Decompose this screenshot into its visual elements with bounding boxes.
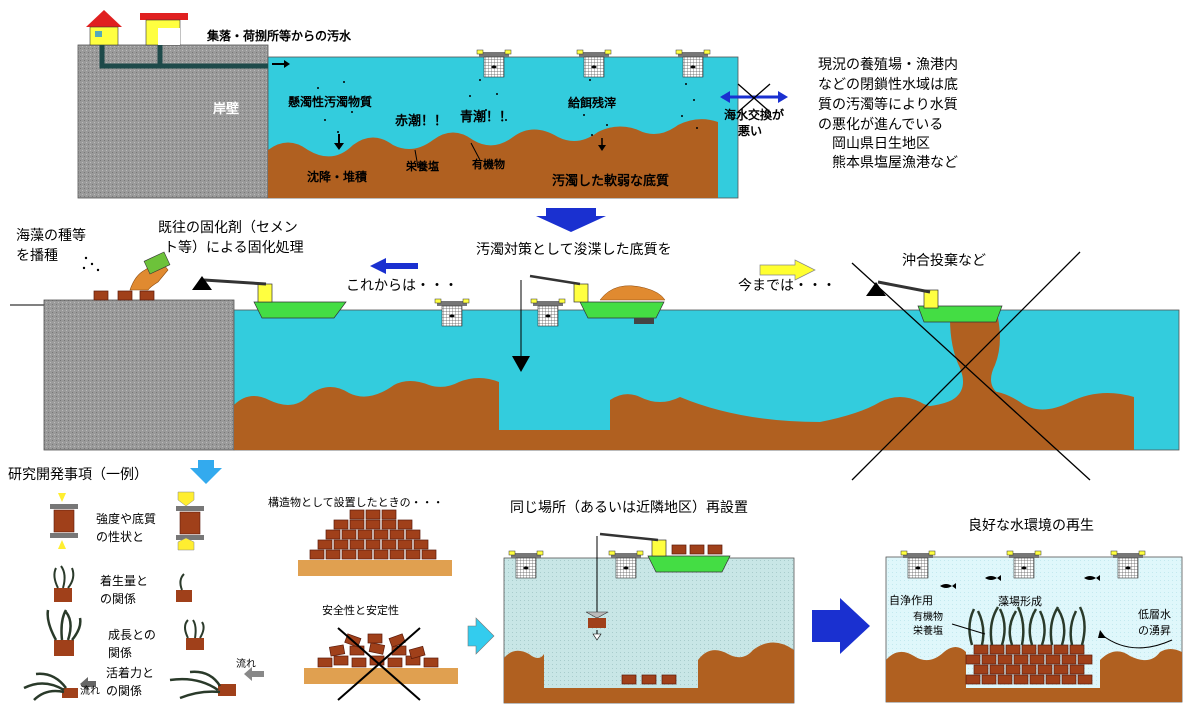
cross-mark (851, 251, 1091, 481)
until-now-label: 今までは・・・ (738, 278, 836, 294)
down-arrow (190, 460, 222, 484)
brick-pile (309, 509, 437, 560)
dredge-label: 汚濁対策として浚渫した底質を (476, 242, 672, 258)
seaweed-bed-label: 藻場形成 (998, 595, 1042, 608)
suspended-matter-label: 懸濁性汚濁物質 (288, 95, 373, 109)
organic-label: 有機物 (472, 158, 505, 171)
bottom-label: 汚濁した軟弱な底質 (552, 174, 670, 189)
feed-residue-label: 給餌残滓 (568, 96, 617, 110)
quay-wall-label: 岸壁 (213, 102, 240, 117)
top-panel (77, 10, 788, 199)
brick (139, 290, 155, 301)
nutrients-label: 栄養塩 (406, 160, 439, 173)
sediment-bed (234, 378, 1134, 450)
upwelling-arrow (1101, 634, 1173, 649)
organic-label-2: 有機物 (913, 612, 943, 623)
sediment-bed (268, 119, 718, 198)
sediment-bed (504, 642, 794, 703)
offshore-crane-barge (866, 280, 1003, 323)
research-item3-line2: 関係 (108, 646, 133, 660)
offshore-label: 沖合投棄など (902, 253, 986, 269)
dump-plume (910, 318, 1030, 417)
quay-wall (43, 299, 235, 451)
seaweed-label-1: 海藻の種等 (16, 228, 86, 244)
brick (93, 290, 109, 301)
desc-line-1: 現況の養殖場・漁港内 (818, 57, 958, 73)
self-purify-label: 自浄作用 (889, 594, 933, 607)
research-item2-line2: の関係 (100, 592, 137, 606)
facility-icon (140, 13, 188, 46)
regeneration-title: 良好な水環境の再生 (968, 518, 1094, 534)
upwelling-label-1: 低層水 (1138, 608, 1171, 621)
right-arrow (467, 617, 495, 655)
desc-line-2: などの閉鎖性水域は底 (818, 77, 958, 93)
from-now-label: これからは・・・ (346, 278, 458, 294)
right-arrow (812, 598, 870, 654)
fish-icon (940, 575, 1100, 589)
right-arrow (759, 259, 816, 281)
research-icons (23, 491, 264, 701)
brick (117, 290, 133, 301)
reinstall-title: 同じ場所（あるいは近隣地区）再設置 (510, 500, 748, 516)
sewage-pipe (99, 45, 268, 69)
ground (298, 560, 452, 576)
mixer-icon (143, 251, 171, 275)
quay-wall (77, 44, 269, 199)
crane-barge (192, 276, 347, 319)
research-item3-line1: 成長との (108, 628, 156, 642)
regeneration-panel (885, 550, 1183, 703)
red-tide-label: 赤潮！！ (395, 114, 448, 129)
safety-label: 安全性と安定性 (322, 604, 399, 617)
no-exchange-label-1: 海水交換が (724, 108, 785, 122)
cross-mark (337, 627, 421, 701)
sediment-bed (886, 647, 1182, 702)
blue-tide-label: 青潮！！ (460, 110, 513, 125)
flow-label-left: 流れ (80, 686, 100, 697)
flow-label-right: 流れ (236, 659, 256, 670)
no-exchange-label-2: 悪い (738, 124, 763, 138)
pointer-line (951, 623, 986, 635)
crane-barge (585, 532, 731, 641)
desc-line-6: 熊本県塩屋漁港など (818, 155, 958, 171)
cross-mark (737, 83, 771, 113)
desc-line-4: の悪化が進んでいる (818, 117, 944, 133)
desc-line-3: 質の汚濁等により水質 (818, 97, 958, 113)
research-item4-line2: の関係 (106, 684, 143, 698)
particles (317, 79, 698, 136)
upwelling-label-2: の湧昇 (1138, 624, 1171, 637)
down-arrow (536, 208, 606, 232)
reinstall-panel (503, 532, 795, 704)
desc-line-5: 岡山県日生地区 (818, 136, 930, 152)
left-arrow (370, 258, 418, 274)
research-item4-line1: 活着力と (106, 666, 155, 680)
research-title: 研究開発事項（一例） (8, 467, 148, 483)
seaweed-bed (968, 606, 1086, 646)
structure-title: 構造物として設置したときの・・・ (268, 496, 444, 509)
structure-panel (298, 509, 458, 701)
research-item1-line2: の性状と (96, 530, 145, 544)
sewage-label: 集落・荷捌所等からの汚水 (207, 29, 352, 43)
middle-panel (10, 251, 1180, 481)
seaweed-label-2: を播種 (16, 248, 58, 264)
sediment-label: 沈降・堆積 (307, 170, 368, 184)
research-item1-line1: 強度や底質 (96, 512, 157, 526)
solidify-label-2: ト等）による固化処理 (164, 240, 304, 256)
nutrients-label-2: 栄養塩 (913, 626, 943, 637)
dredger-barge (512, 274, 666, 372)
solidify-label-1: 既往の固化剤（セメン (158, 220, 298, 236)
house-icon (86, 10, 122, 46)
research-item2-line1: 着生量と (100, 574, 149, 588)
